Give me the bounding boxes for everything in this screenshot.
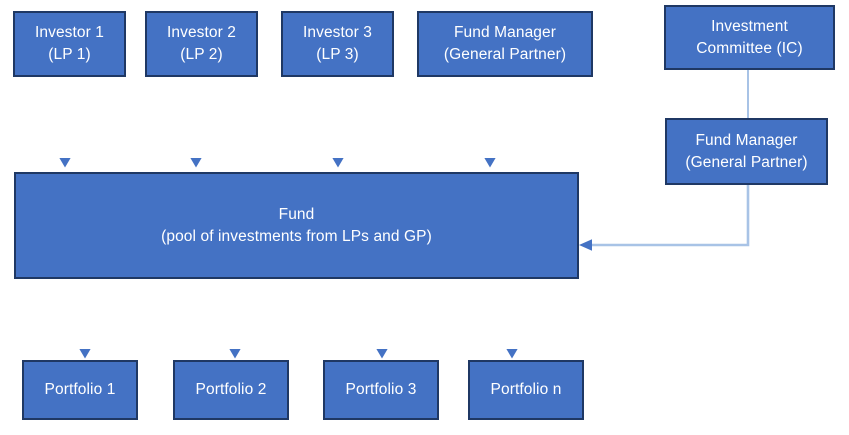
edge-investor3-to-fund: [332, 88, 344, 168]
node-fund-line2: (pool of investments from LPs and GP): [161, 227, 432, 245]
node-investor-3-line1: Investor 3: [302, 24, 373, 41]
node-portfolio-2-label: Portfolio 2: [195, 381, 267, 398]
node-fund-manager-top[interactable]: Fund Manager (General Partner): [417, 11, 593, 77]
node-fund-manager-right[interactable]: Fund Manager (General Partner): [665, 118, 828, 185]
edge-fund-to-portfolio1: [79, 279, 91, 359]
node-portfolio-1-label: Portfolio 1: [44, 381, 116, 398]
edge-fund-to-portfolio3: [376, 279, 388, 359]
node-portfolio-3-label: Portfolio 3: [345, 381, 417, 398]
node-investment-committee-line2: Committee (IC): [696, 39, 803, 57]
edge-fund-manager-right-to-fund: [579, 185, 750, 251]
edge-fund-to-portfolion: [506, 279, 518, 359]
node-fund-manager-right-line1: Fund Manager: [695, 131, 798, 149]
node-investor-1-line1: Investor 1: [34, 24, 105, 41]
node-investor-3-line2: (LP 3): [316, 46, 359, 63]
node-investment-committee-line1: Investment: [711, 17, 788, 35]
node-investor-1-line2: (LP 1): [48, 46, 91, 63]
edge-fund-manager-to-fund: [484, 88, 496, 168]
node-portfolio-2[interactable]: Portfolio 2: [173, 360, 289, 420]
node-fund-line1: Fund: [278, 205, 315, 223]
node-investor-1[interactable]: Investor 1 (LP 1): [13, 11, 126, 77]
node-investor-2-line2: (LP 2): [180, 46, 223, 63]
node-portfolio-1[interactable]: Portfolio 1: [22, 360, 138, 420]
edge-fund-to-portfolio2: [229, 279, 241, 359]
node-investor-2-line1: Investor 2: [166, 24, 237, 41]
node-fund-manager-top-line1: Fund Manager: [453, 24, 556, 41]
node-portfolio-3[interactable]: Portfolio 3: [323, 360, 439, 420]
node-portfolio-n-label: Portfolio n: [490, 381, 562, 398]
node-investor-2[interactable]: Investor 2 (LP 2): [145, 11, 258, 77]
node-fund[interactable]: Fund (pool of investments from LPs and G…: [14, 172, 579, 279]
edge-investor1-to-fund: [59, 88, 71, 168]
node-fund-manager-right-line2: (General Partner): [685, 153, 808, 171]
edge-investor2-to-fund: [190, 88, 202, 168]
node-fund-manager-top-line2: (General Partner): [443, 46, 567, 63]
node-portfolio-n[interactable]: Portfolio n: [468, 360, 584, 420]
node-investment-committee[interactable]: Investment Committee (IC): [664, 5, 835, 70]
node-investor-3[interactable]: Investor 3 (LP 3): [281, 11, 394, 77]
